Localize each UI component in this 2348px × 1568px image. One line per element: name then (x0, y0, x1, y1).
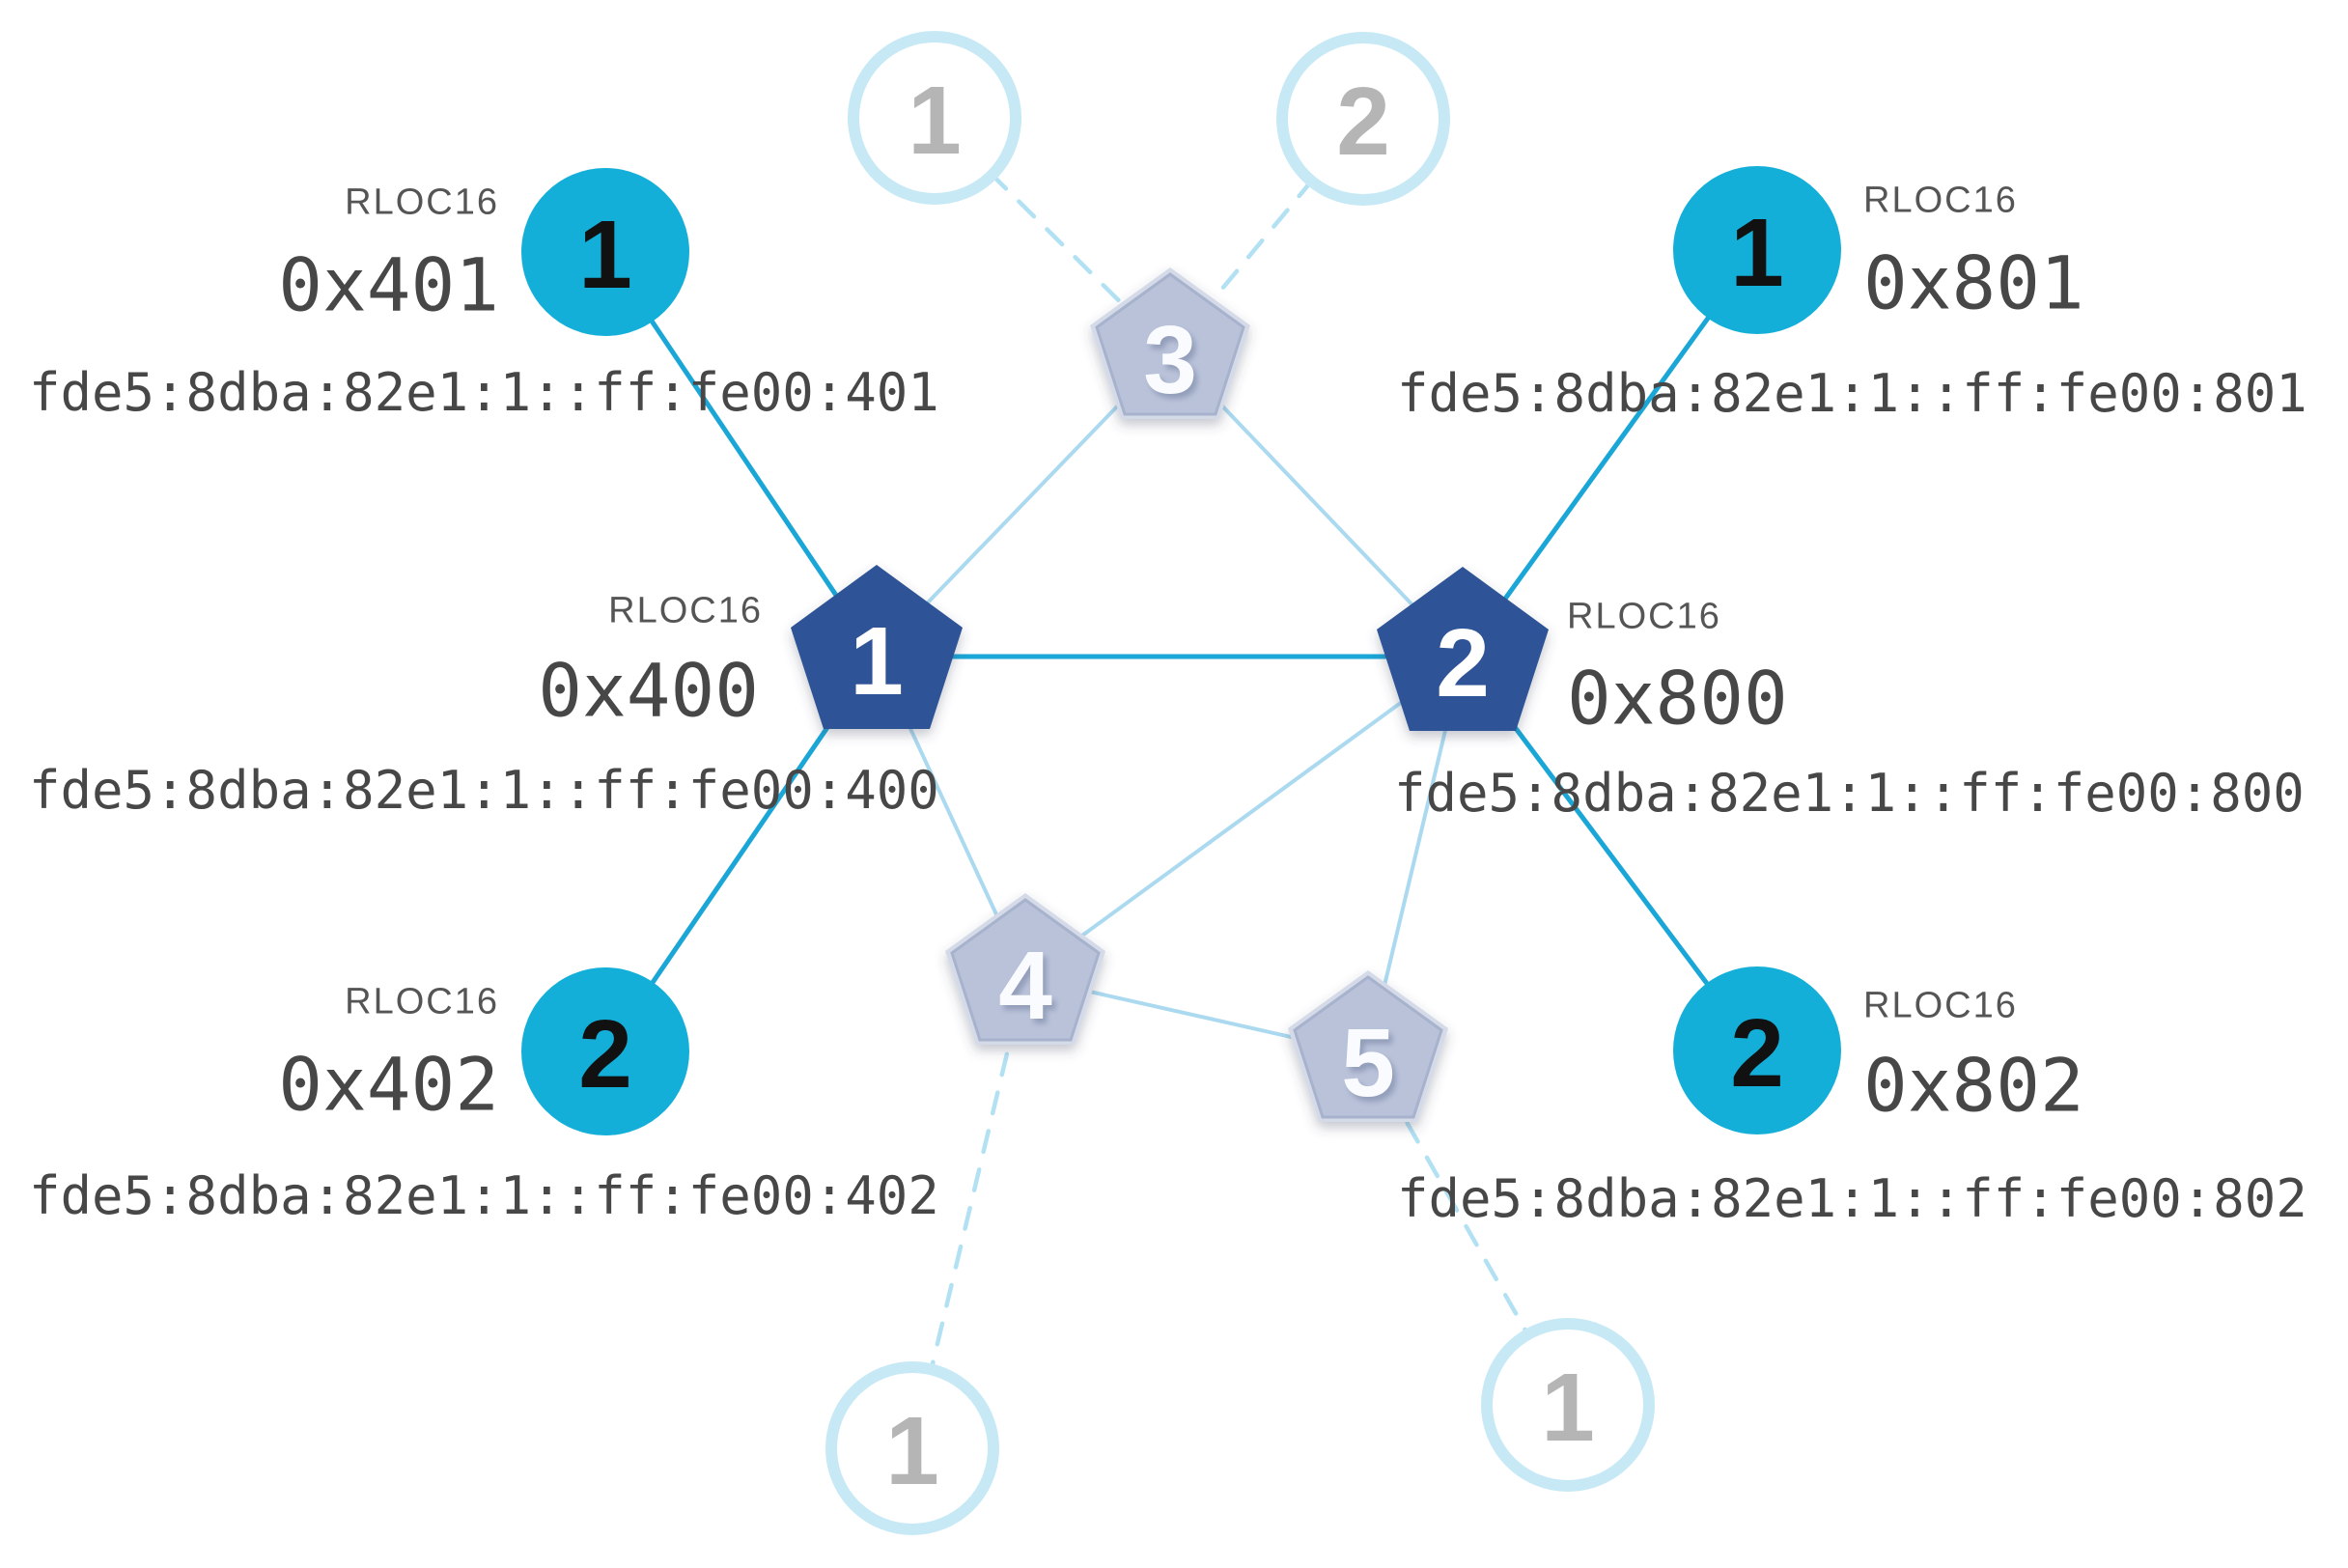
node-number: 2 (1436, 609, 1490, 717)
ipv6-address: fde5:8dba:82e1:1::ff:fe00:402 (29, 1165, 939, 1226)
router-pentagon-icon (1095, 272, 1245, 416)
end-device-circle-icon (1673, 166, 1841, 334)
ipv6-address: fde5:8dba:82e1:1::ff:fe00:800 (1394, 763, 2305, 824)
node-number: 2 (1336, 68, 1390, 176)
child-node-0x802: 2 (1673, 966, 1841, 1134)
node-number: 4 (998, 932, 1052, 1040)
node-number: 1 (850, 607, 904, 715)
end-device-circle-icon (825, 1361, 999, 1535)
node-number: 1 (885, 1397, 939, 1505)
rloc16-value: 0x801 (1863, 240, 2084, 326)
rloc16-label: RLOC16 (345, 981, 499, 1022)
end-device-circle-icon (1481, 1318, 1655, 1492)
ipv6-address: fde5:8dba:82e1:1::ff:fe00:400 (29, 760, 939, 821)
rloc16-label: RLOC16 (1863, 985, 2018, 1025)
ipv6-address: fde5:8dba:82e1:1::ff:fe00:801 (1397, 363, 2307, 424)
router-node-3: 3 (1090, 267, 1250, 419)
end-device-circle-icon (521, 168, 689, 336)
router-node-5: 5 (1288, 970, 1448, 1122)
rloc16-value: 0x402 (278, 1042, 499, 1128)
link-router2-router4 (1023, 656, 1465, 979)
rloc16-value: 0x802 (1863, 1043, 2084, 1129)
ipv6-address: fde5:8dba:82e1:1::ff:fe00:802 (1397, 1168, 2307, 1229)
router-pentagon-icon (1293, 975, 1443, 1119)
end-device-circle-icon (848, 31, 1021, 205)
node-number: 1 (578, 201, 632, 309)
rloc16-label: RLOC16 (1567, 596, 1721, 636)
rloc16-label: RLOC16 (1863, 180, 2018, 220)
ghost-child-top-1: 1 (848, 31, 1021, 205)
labels: RLOC16 0x401 fde5:8dba:82e1:1::ff:fe00:4… (29, 180, 2307, 1229)
node-number: 1 (1730, 199, 1784, 307)
rloc16-label: RLOC16 (345, 182, 499, 222)
child-node-0x402: 2 (521, 967, 689, 1135)
router-pentagon-icon (1377, 567, 1549, 731)
end-device-circle-icon (1673, 966, 1841, 1134)
router-node-4: 4 (945, 893, 1105, 1045)
end-device-circle-icon (521, 967, 689, 1135)
router-pentagon-icon (791, 565, 963, 729)
end-device-circle-icon (1276, 32, 1450, 206)
node-number: 1 (1541, 1354, 1595, 1462)
child-node-0x401: 1 (521, 168, 689, 336)
router-pentagon-icon (950, 898, 1101, 1042)
router-node-2: 2 (1377, 567, 1549, 731)
node-number: 5 (1341, 1009, 1395, 1117)
rloc16-value: 0x800 (1567, 656, 1788, 742)
node-number: 1 (908, 67, 962, 175)
ghost-child-bottom-left: 1 (825, 1361, 999, 1535)
ipv6-address: fde5:8dba:82e1:1::ff:fe00:401 (29, 362, 939, 423)
child-node-0x801: 1 (1673, 166, 1841, 334)
node-number: 2 (578, 1000, 632, 1108)
ghost-child-top-2: 2 (1276, 32, 1450, 206)
rloc16-value: 0x400 (538, 648, 759, 734)
node-number: 3 (1143, 306, 1197, 414)
rloc16-value: 0x401 (278, 242, 499, 328)
node-number: 2 (1730, 999, 1784, 1107)
rloc16-label: RLOC16 (608, 590, 763, 630)
ghost-child-bottom-right: 1 (1481, 1318, 1655, 1492)
router-node-1: 1 (791, 565, 963, 729)
